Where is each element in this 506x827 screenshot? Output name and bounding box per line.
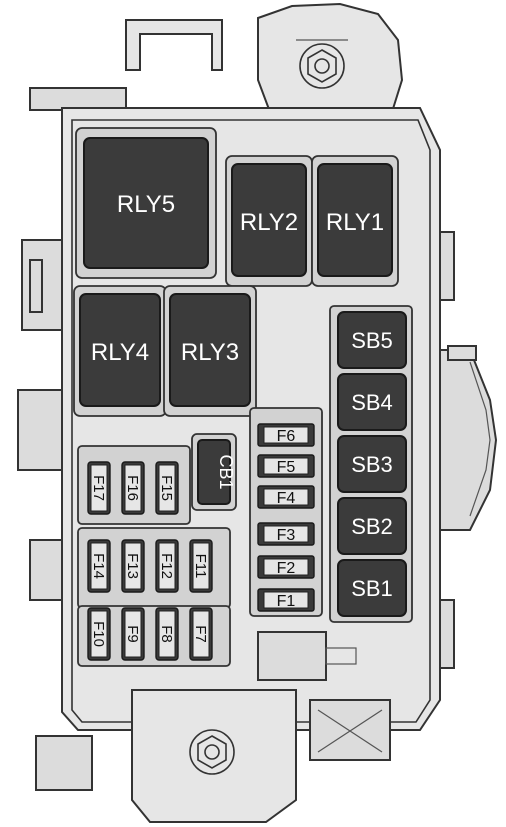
circuit-breaker-label: CB1 xyxy=(216,454,236,489)
mini-fuse-f15: F15 xyxy=(155,461,179,515)
sb-fuse-label: SB3 xyxy=(351,452,393,477)
mini-fuse-label: F15 xyxy=(158,475,175,501)
sb-fuse-sb4: SB4 xyxy=(337,373,407,431)
mini-fuse-block: F17 F16 F15 F14 F13 F12 xyxy=(77,445,231,667)
mini-fuse-label: F16 xyxy=(124,475,141,501)
fuse-label: F3 xyxy=(277,527,296,544)
mini-fuse-f10: F10 xyxy=(87,607,111,661)
relay-rly5: RLY5 xyxy=(83,137,209,269)
fuse-f3: F3 xyxy=(257,522,315,546)
relay-label: RLY2 xyxy=(240,209,298,236)
mini-fuse-label: F8 xyxy=(158,625,175,643)
mini-fuse-label: F14 xyxy=(90,553,107,579)
mini-fuse-f8: F8 xyxy=(155,607,179,661)
mini-fuse-label: F12 xyxy=(158,553,175,579)
mini-fuse-f12: F12 xyxy=(155,539,179,593)
stacked-fuse-block: F6 F5 F4 F3 F2 F1 xyxy=(249,407,323,617)
relay-label: RLY1 xyxy=(326,209,384,236)
fuse-f2: F2 xyxy=(257,555,315,579)
mini-fuse-f7: F7 xyxy=(189,607,213,661)
sb-fuse-sb1: SB1 xyxy=(337,559,407,617)
relay-label: RLY5 xyxy=(117,191,175,218)
mini-fuse-f9: F9 xyxy=(121,607,145,661)
relay-rly2: RLY2 xyxy=(231,163,307,277)
mini-fuse-label: F11 xyxy=(192,554,209,579)
mini-fuse-f11: F11 xyxy=(189,539,213,593)
relay-label: RLY4 xyxy=(91,339,149,366)
sb-fuse-sb5: SB5 xyxy=(337,311,407,369)
fuse-label: F1 xyxy=(277,593,296,610)
fuse-label: F2 xyxy=(277,560,296,577)
top-left-bracket xyxy=(29,19,223,111)
bottom-mounting-tab xyxy=(35,631,391,823)
sb-fuse-sb2: SB2 xyxy=(337,497,407,555)
top-mounting-tab xyxy=(257,2,404,113)
mini-fuse-f13: F13 xyxy=(121,539,145,593)
mini-fuse-label: F10 xyxy=(90,621,107,647)
sb-fuse-label: SB4 xyxy=(351,390,393,415)
sb-fuse-sb3: SB3 xyxy=(337,435,407,493)
fuse-label: F5 xyxy=(277,459,296,476)
fuse-f6: F6 xyxy=(257,423,315,447)
mini-fuse-label: F17 xyxy=(90,475,107,501)
fuse-label: F4 xyxy=(277,490,296,507)
fuse-f4: F4 xyxy=(257,485,315,509)
fuse-f5: F5 xyxy=(257,454,315,478)
relay-rly3: RLY3 xyxy=(169,293,251,407)
fuse-f1: F1 xyxy=(257,588,315,612)
mini-fuse-label: F7 xyxy=(192,625,209,643)
relay-label: RLY3 xyxy=(181,339,239,366)
relay-rly1: RLY1 xyxy=(317,163,393,277)
slow-blow-fuse-block: SB5 SB4 SB3 SB2 SB1 xyxy=(329,305,413,623)
sb-fuse-label: SB5 xyxy=(351,328,393,353)
fuse-label: F6 xyxy=(277,428,296,445)
mini-fuse-label: F9 xyxy=(124,625,141,643)
mini-fuse-f17: F17 xyxy=(87,461,111,515)
sb-fuse-label: SB2 xyxy=(351,514,393,539)
sb-fuse-label: SB1 xyxy=(351,576,393,601)
circuit-breaker-cb1: CB1 xyxy=(191,433,237,511)
mini-fuse-f16: F16 xyxy=(121,461,145,515)
relay-rly4: RLY4 xyxy=(79,293,161,407)
mini-fuse-label: F13 xyxy=(124,553,141,579)
mini-fuse-f14: F14 xyxy=(87,539,111,593)
